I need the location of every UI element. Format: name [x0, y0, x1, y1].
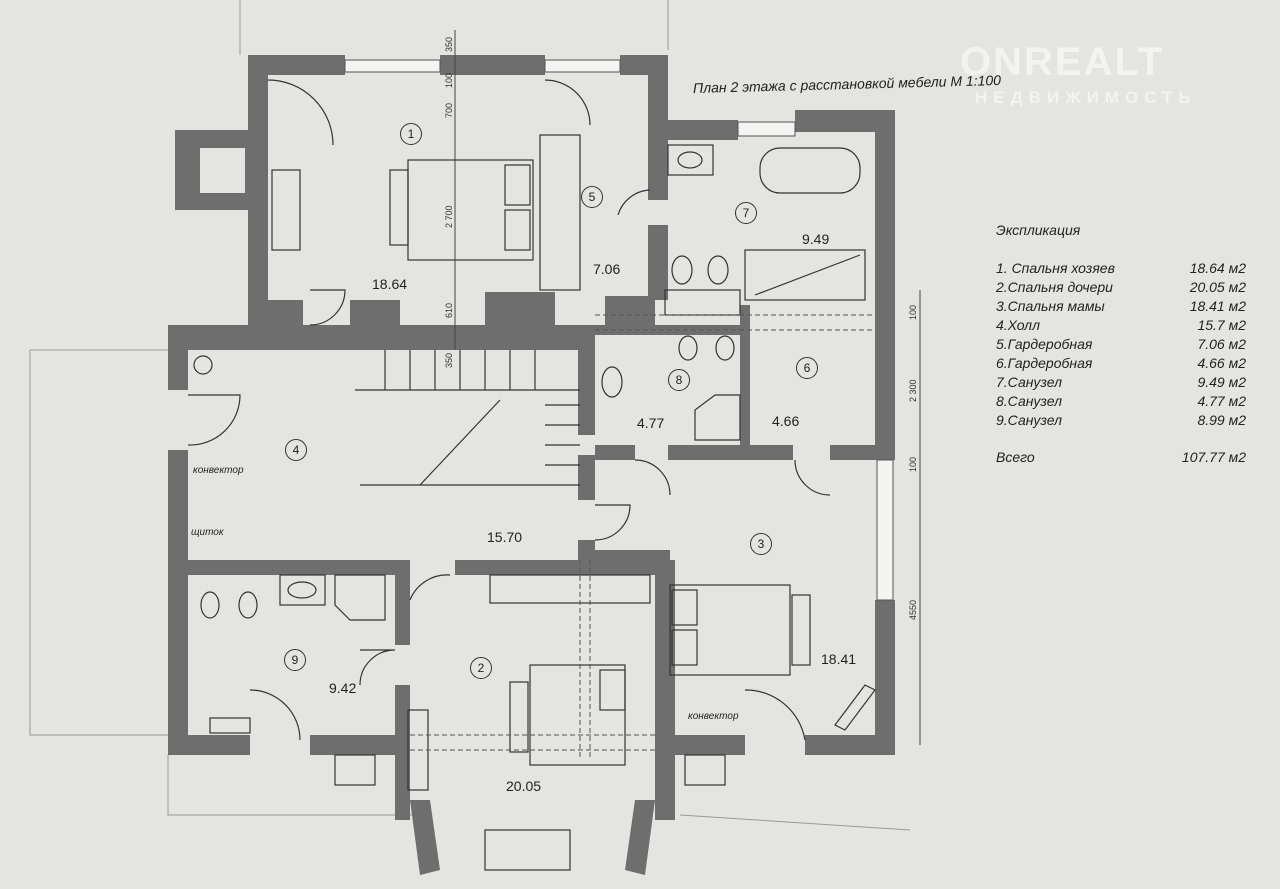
legend-room-name: 4.Холл	[996, 317, 1040, 333]
panel-note: щиток	[191, 527, 224, 538]
room-area-4: 15.70	[487, 529, 523, 545]
room-number-1: 1	[400, 123, 422, 145]
watermark-brand: ONREALT	[960, 40, 1165, 84]
legend-room-name: 5.Гардеробная	[996, 336, 1093, 352]
room-number-8: 8	[668, 369, 690, 391]
convector-note: конвектор	[688, 711, 739, 722]
room-number-6: 6	[796, 357, 818, 379]
watermark-tagline: НЕДВИЖИМОСТЬ	[975, 88, 1197, 107]
legend-room-area: 18.64 м2	[1189, 260, 1246, 276]
legend-row: 6.Гардеробная 4.66 м2	[996, 355, 1246, 374]
dashed-lines	[410, 314, 875, 760]
room-area-8: 4.77	[637, 415, 665, 431]
legend-room-area: 4.77 м2	[1197, 393, 1246, 409]
dimension-label: 100	[908, 304, 918, 320]
room-number-2: 2	[470, 657, 492, 679]
legend-room-name: 8.Санузел	[996, 393, 1063, 409]
stair-treads	[384, 350, 580, 466]
legend-room-area: 7.06 м2	[1197, 336, 1246, 352]
legend-row: 9.Санузел 8.99 м2	[996, 412, 1246, 431]
room-area-2: 20.05	[506, 778, 542, 794]
legend-room-area: 15.7 м2	[1197, 317, 1246, 333]
dimension-label: 700	[444, 102, 454, 118]
room-area-3: 18.41	[821, 651, 857, 667]
room-number-7: 7	[735, 202, 757, 224]
legend-row: 4.Холл 15.7 м2	[996, 317, 1246, 336]
room-area-5: 7.06	[593, 261, 621, 277]
legend-room-area: 4.66 м2	[1197, 355, 1246, 371]
legend-room-name: 7.Санузел	[996, 374, 1063, 390]
convector-note: конвектор	[193, 465, 244, 476]
legend-room-area: 9.49 м2	[1197, 374, 1246, 390]
furniture	[187, 79, 876, 871]
dimension-label: 610	[444, 302, 454, 318]
legend-room-name: 9.Санузел	[996, 412, 1063, 428]
legend-room-name: 6.Гардеробная	[996, 355, 1093, 371]
dimension-label: 100	[908, 456, 918, 472]
legend-total: Всего 107.77 м2	[996, 449, 1246, 465]
legend-room-area: 8.99 м2	[1197, 412, 1246, 428]
room-number-4: 4	[285, 439, 307, 461]
windows	[344, 59, 894, 601]
room-number-5: 5	[581, 186, 603, 208]
total-value: 107.77 м2	[1181, 449, 1246, 465]
paper-outline	[29, 0, 911, 831]
legend-row: 1. Спальня хозяев 18.64 м2	[996, 260, 1246, 279]
room-area-6: 4.66	[772, 413, 800, 429]
dimension-label: 350	[444, 36, 454, 52]
legend-room-area: 18.41 м2	[1189, 298, 1246, 314]
legend-row: 5.Гардеробная 7.06 м2	[996, 336, 1246, 355]
legend-room-area: 20.05 м2	[1189, 279, 1246, 295]
legend-room-name: 1. Спальня хозяев	[996, 260, 1115, 276]
room-number-3: 3	[750, 533, 772, 555]
room-area-9: 9.42	[329, 680, 357, 696]
legend-row: 2.Спальня дочери 20.05 м2	[996, 279, 1246, 298]
room-legend: Экспликация 1. Спальня хозяев 18.64 м2 2.…	[996, 222, 1246, 465]
legend-heading: Экспликация	[996, 222, 1081, 238]
room-area-1: 18.64	[372, 276, 408, 292]
legend-row: 3.Спальня мамы 18.41 м2	[996, 298, 1246, 317]
walls	[168, 55, 895, 875]
room-number-9: 9	[284, 649, 306, 671]
legend-room-name: 2.Спальня дочери	[996, 279, 1113, 295]
dimension-label: 2 300	[908, 379, 918, 402]
dimension-label: 4550	[908, 599, 918, 620]
legend-row: 7.Санузел 9.49 м2	[996, 374, 1246, 393]
room-area-7: 9.49	[802, 231, 830, 247]
dimension-lines	[454, 30, 921, 745]
dimension-label: 100	[444, 72, 454, 88]
dimension-label: 350	[444, 352, 454, 368]
total-label: Всего	[996, 449, 1035, 465]
legend-row: 8.Санузел 4.77 м2	[996, 393, 1246, 412]
legend-room-name: 3.Спальня мамы	[996, 298, 1105, 314]
dimension-label: 2 700	[444, 205, 454, 228]
